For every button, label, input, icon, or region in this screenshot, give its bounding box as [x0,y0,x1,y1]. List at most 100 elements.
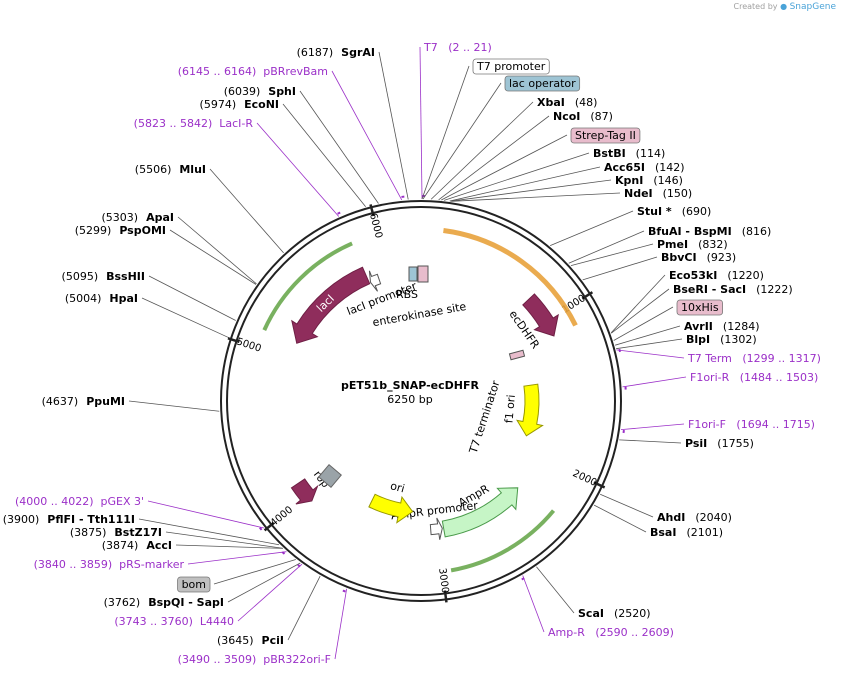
label-bfuai-bspmi: BfuAI - BspMI(816) [648,225,771,238]
label-leader-line [227,562,301,603]
label-bsshii: BssHII(5095) [62,270,145,283]
site-position: (3645) [217,634,254,647]
label-leader-line [256,122,340,217]
label-leader-line [147,500,265,529]
label-pmei: PmeI (832) [657,238,728,251]
label-leader-line [593,504,647,533]
tick-label: 6000 [367,212,384,239]
label-leader-line [450,179,612,202]
badge-text: Strep-Tag II [575,129,636,142]
label-kpni: KpnI(146) [615,174,683,187]
label-leader-line [419,46,423,200]
label-leader-line [421,65,470,200]
site-name: BsaI [650,526,676,539]
ampr-arrow [441,487,519,538]
primer-marker-icon [281,551,286,555]
primer-marker-icon [521,577,525,581]
site-name: AvrII [684,320,713,333]
rbs-label: RBS [396,288,418,301]
label-ppumi: PpuMI(4637) [42,395,125,408]
site-position: (5095) [62,270,99,283]
site-name: NdeI [624,187,653,200]
ecDHFR-arrow [522,293,559,337]
badge-text: T7 promoter [476,60,546,73]
tick-mark [581,291,594,300]
label-leader-line [141,297,230,339]
label-leader-line [619,439,682,444]
site-position: (3762) [104,596,141,609]
badge-box [570,127,641,144]
site-position: (832) [698,238,728,251]
site-position: (3874) [102,539,139,552]
label-leader-line [443,152,590,201]
label-leader-line [175,544,283,549]
lacI-promoter-arrow [368,270,382,292]
site-name: Eco53kI [669,269,717,282]
label-mlui: MluI(5506) [135,163,206,176]
site-position: (3875) [70,526,107,539]
badge-box [472,58,550,75]
tick-mark [443,590,448,603]
label-ncoi: NcoI(87) [553,110,613,123]
label-leader-line [138,518,280,546]
label-strep-tag-ii: Strep-Tag II [570,127,641,144]
label-stui: StuI * (690) [637,205,711,218]
site-name: EcoNI [244,98,279,111]
label-pspomi: PspOMI(5299) [75,224,166,237]
site-name: AhdI [657,511,685,524]
label-bstbi: BstBI(114) [593,147,665,160]
badge-text: lac operator [509,77,576,90]
label-scai: ScaI(2520) [578,607,651,620]
site-position: (4637) [42,395,79,408]
snapgene-credit: Created by ● SnapGene [734,2,837,12]
site-name: SgrAI [341,46,375,59]
label-5823-5842-laci-r: (5823 .. 5842) LacI-R [134,117,254,130]
label-leader-line [177,216,257,285]
site-name: KpnI [615,174,643,187]
label-6145-6164-pbrrevbam: (6145 .. 6164) pBRrevBam [178,65,328,78]
label-lines [128,46,687,660]
label-lac-operator: lac operator [504,75,581,92]
site-name: PspOMI [119,224,166,237]
tick-mark [263,521,275,532]
site-position: (6187) [297,46,334,59]
lacI-arrow [291,266,371,344]
label-leader-line [430,101,534,200]
label-leader-line [299,90,379,204]
site-name: PmeI [657,238,688,251]
site-position: (2101) [686,526,723,539]
label-3490-3509-pbr322ori-f: (3490 .. 3509) pBR322ori-F [178,653,331,666]
site-name: ApaI [146,211,174,224]
label-leader-line [536,566,575,614]
primer-label: (3743 .. 3760) L4440 [114,615,234,628]
label-bstz17i: BstZ17I(3875) [70,526,162,539]
site-name: BspQI - SapI [148,596,224,609]
label-leader-line [331,70,403,201]
primer-marker-icon [342,589,346,593]
site-name: StuI * [637,205,672,218]
tick-mark [369,204,375,217]
label-leader-line [449,166,601,202]
site-name: PciI [262,634,284,647]
label-f1ori-f-1694-1715: F1ori-F (1694 .. 1715) [688,418,815,431]
label-psii: PsiI(1755) [685,437,754,450]
label-leader-line [209,168,284,254]
tick-mark [227,337,240,344]
label-hpai: HpaI(5004) [65,292,138,305]
rop-marker-icon [318,464,342,488]
site-position: (690) [682,205,712,218]
site-position: (5004) [65,292,102,305]
label-blpi: BlpI(1302) [686,333,757,346]
ori-label: ori [389,479,406,495]
site-position: (1222) [756,283,793,296]
map-center: pET51b_SNAP-ecDHFR 6250 bp [341,379,479,406]
label-sphi: SphI(6039) [224,85,296,98]
site-position: (5303) [102,211,139,224]
ampr-band [450,509,556,573]
label-leader-line [611,288,670,334]
label-pcii: PciI (3645) [217,634,284,647]
label-amp-r-2590-2609: Amp-R (2590 .. 2609) [548,626,674,639]
label-leader-line [438,115,550,201]
label-leader-line [334,588,348,660]
site-name: MluI [179,163,206,176]
